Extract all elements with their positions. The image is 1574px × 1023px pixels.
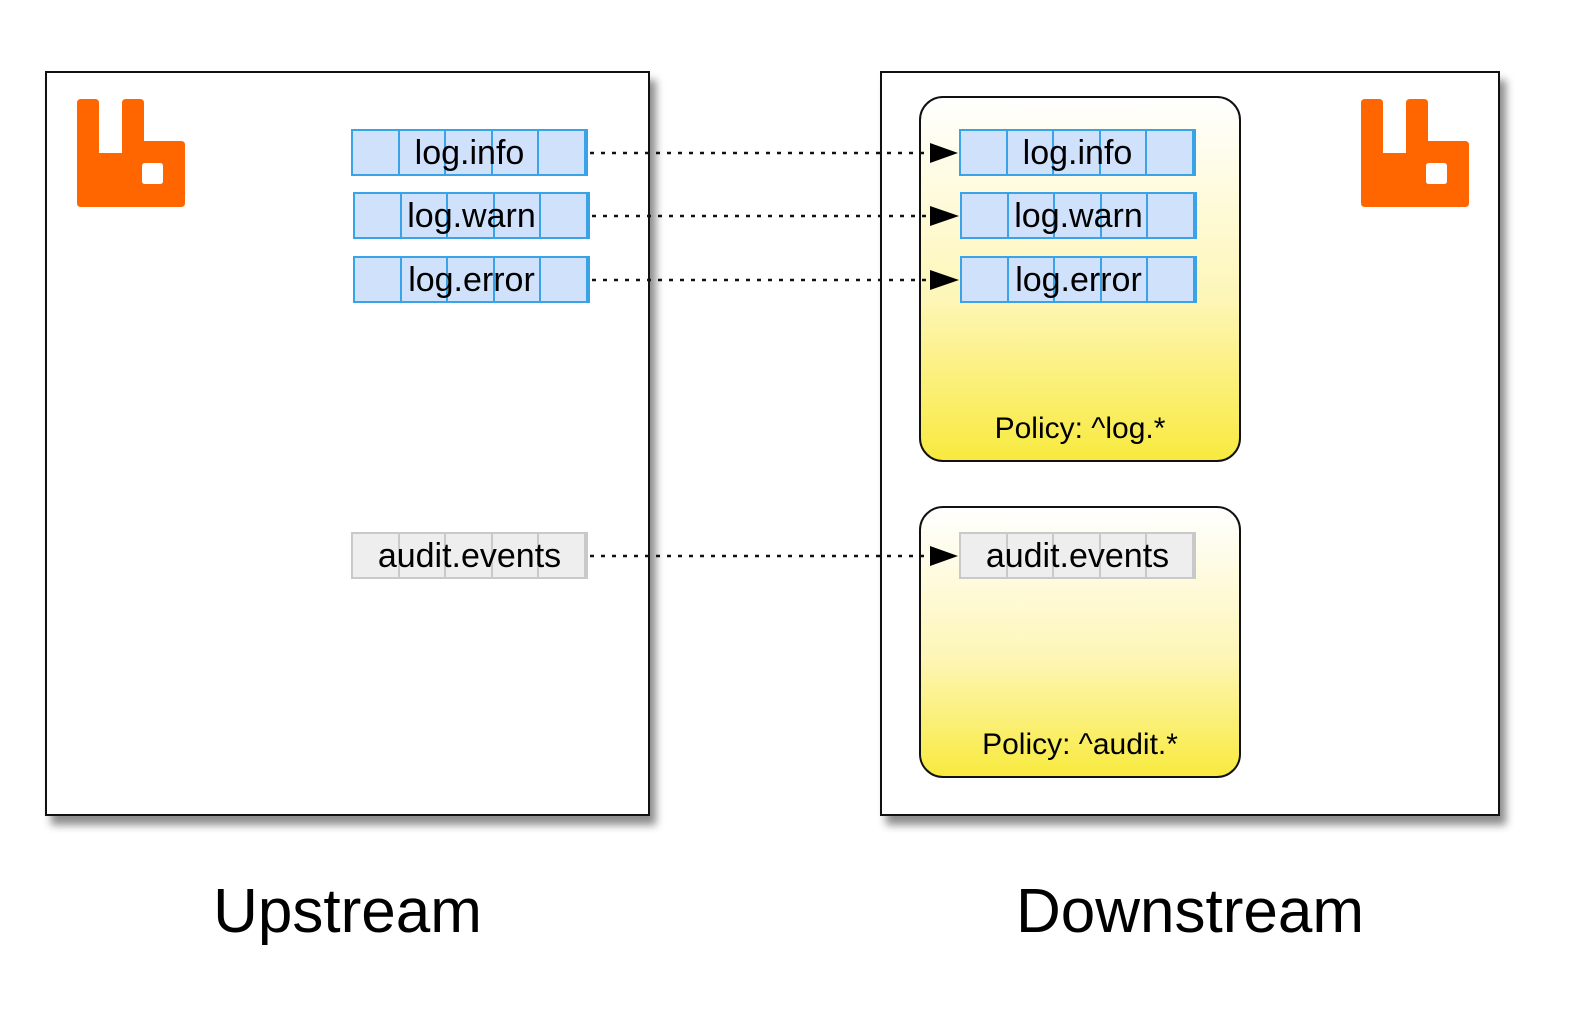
arrowhead-icon xyxy=(930,143,958,163)
downstream-caption: Downstream xyxy=(1016,877,1364,946)
queue-label: log.error xyxy=(1015,260,1142,299)
queue-label: audit.events xyxy=(985,536,1170,575)
downstream-queue-log-warn[interactable]: log.warn xyxy=(960,192,1197,239)
queue-label: log.warn xyxy=(1014,196,1143,235)
upstream-queue-log-error[interactable]: log.error xyxy=(353,256,590,303)
arrowhead-icon xyxy=(930,270,959,290)
policy-label: Policy: ^audit.* xyxy=(982,728,1178,761)
arrowhead-icon xyxy=(930,206,959,226)
rabbitmq-logo-icon xyxy=(77,99,185,207)
rabbitmq-logo-icon xyxy=(1361,99,1469,207)
downstream-queue-audit-events[interactable]: audit.events xyxy=(959,532,1196,579)
upstream-caption: Upstream xyxy=(213,877,482,946)
queue-label: log.warn xyxy=(407,196,536,235)
queue-label: audit.events xyxy=(377,536,562,575)
downstream-queue-log-info[interactable]: log.info xyxy=(959,129,1196,176)
queue-label: log.error xyxy=(408,260,535,299)
upstream-queue-log-info[interactable]: log.info xyxy=(351,129,588,176)
arrowhead-icon xyxy=(930,546,958,566)
queue-label: log.info xyxy=(1022,133,1133,172)
upstream-queue-audit-events[interactable]: audit.events xyxy=(351,532,588,579)
upstream-queue-log-warn[interactable]: log.warn xyxy=(353,192,590,239)
queue-label: log.info xyxy=(414,133,525,172)
policy-label: Policy: ^log.* xyxy=(994,412,1166,445)
downstream-queue-log-error[interactable]: log.error xyxy=(960,256,1197,303)
